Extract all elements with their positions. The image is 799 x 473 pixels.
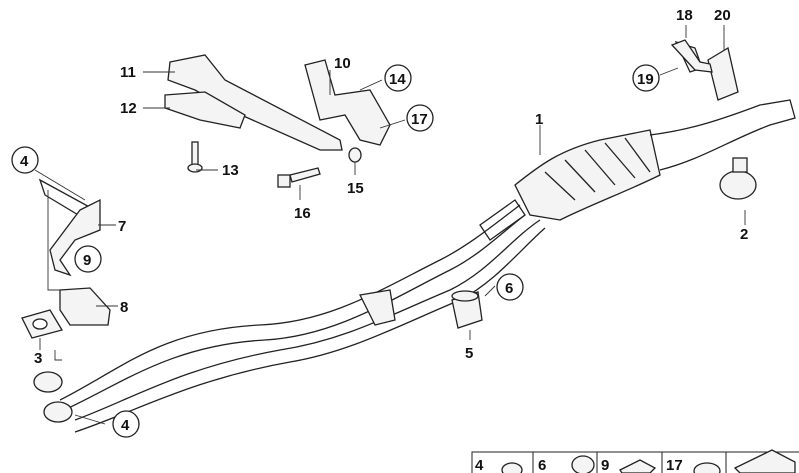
front-pipe-assembly[interactable] [38,178,546,433]
label-14: 14 [389,71,406,88]
legend-label-17: 17 [666,457,683,473]
legend-label-4: 4 [475,457,484,473]
label-12: 12 [120,100,137,117]
pipe-clamp[interactable] [719,157,757,200]
label-13: 13 [222,162,239,179]
bracket-7[interactable] [49,198,101,277]
washer-icon [693,462,721,473]
label-20: 20 [714,7,731,24]
label-1: 1 [535,111,543,128]
label-17: 17 [411,111,428,128]
bolt-13[interactable] [187,141,203,173]
rubber-damper-6[interactable] [451,290,483,329]
label-4: 4 [121,417,130,434]
label-19: 19 [637,71,654,88]
callout-9[interactable]: 9 [74,245,102,273]
shim-icon [733,449,796,473]
label-5: 5 [465,345,473,362]
label-18: 18 [676,7,693,24]
clip-18[interactable] [670,39,713,73]
callout-6[interactable]: 6 [496,273,524,301]
washer-15[interactable] [348,147,362,163]
bolt-16[interactable] [277,167,321,188]
gasket-3[interactable] [21,309,64,339]
label-4: 4 [20,153,29,170]
bracket-icon [619,459,657,473]
callout-14[interactable]: 14 [384,64,412,92]
callout-4-bottom[interactable]: 4 [112,410,140,438]
leader-lines [34,25,746,425]
label-3: 3 [34,350,42,367]
callout-19[interactable]: 19 [632,64,660,92]
damper-icon [571,455,595,473]
hanger-5[interactable] [359,289,396,326]
callout-4-top[interactable]: 4 [11,146,39,174]
catalytic-converter[interactable] [514,99,796,221]
label-2: 2 [740,226,748,243]
label-15: 15 [347,180,364,197]
label-7: 7 [118,218,126,235]
label-10: 10 [334,55,351,72]
legend-label-9: 9 [601,457,609,473]
flanges[interactable] [33,371,73,423]
label-11: 11 [120,64,136,81]
nut-icon [501,462,523,473]
small-parts-legend: 4 6 9 17 [471,449,799,473]
bracket-8[interactable] [59,287,111,326]
label-8: 8 [120,299,128,316]
label-6: 6 [505,280,513,297]
callout-17[interactable]: 17 [406,104,434,132]
label-16: 16 [294,205,311,222]
legend-label-6: 6 [538,457,546,473]
label-9: 9 [83,252,91,269]
bracket-upper[interactable] [164,54,343,151]
